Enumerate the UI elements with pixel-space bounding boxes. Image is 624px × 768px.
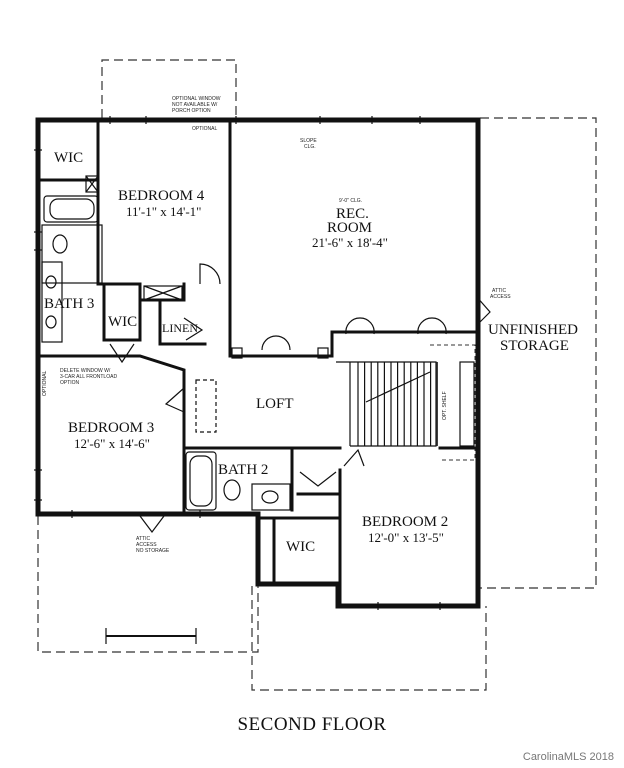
bedroom-4-dims: 11'-1" x 14'-1" xyxy=(126,204,201,219)
bath-2-label: BATH 2 xyxy=(218,462,268,478)
window-marks xyxy=(34,116,441,610)
bath-3-label: BATH 3 xyxy=(44,296,94,312)
note-optional-top: OPTIONAL xyxy=(192,126,218,132)
bedroom-3-dims: 12'-6" x 14'-6" xyxy=(74,436,150,451)
floor-title: SECOND FLOOR xyxy=(237,714,387,735)
interior-walls xyxy=(40,122,480,608)
unfinished-storage-label-line1: UNFINISHED xyxy=(488,322,578,338)
note-attic-access-right-2: ACCESS xyxy=(490,294,511,300)
staircase xyxy=(336,361,438,447)
rec-room-dims: 21'-6" x 18'-4" xyxy=(312,235,388,250)
wic-top-label: WIC xyxy=(54,150,83,166)
note-attic-access-bottom-3: NO STORAGE xyxy=(136,548,170,554)
note-attic-access-right-1: ATTIC xyxy=(492,288,506,294)
room-labels: WIC BEDROOM 4 11'-1" x 14'-1" 9'-0" CLG.… xyxy=(44,150,578,555)
note-delete-window-1: DELETE WINDOW W/ xyxy=(60,368,111,374)
bedroom-2-dims: 12'-0" x 13'-5" xyxy=(368,530,444,545)
porch-beam xyxy=(105,628,197,644)
note-optional-window-3: PORCH OPTION xyxy=(172,108,211,114)
note-optional-left: OPTIONAL xyxy=(42,370,48,396)
note-delete-window-3: OPTION xyxy=(60,380,80,386)
rec-room-label-line2: ROOM xyxy=(327,220,372,236)
note-slope: SLOPE xyxy=(300,138,317,144)
note-optional-window-2: NOT AVAILABLE W/ xyxy=(172,102,218,108)
wic-bottom-label: WIC xyxy=(286,539,315,555)
dashed-outlines xyxy=(37,59,597,691)
bedroom-3-label: BEDROOM 3 xyxy=(68,420,154,436)
note-optional-window-1: OPTIONAL WINDOW xyxy=(172,96,221,102)
loft-label: LOFT xyxy=(256,396,294,412)
linen-label: LINEN xyxy=(162,321,198,335)
watermark: CarolinaMLS 2018 xyxy=(522,751,614,763)
bedroom-2-label: BEDROOM 2 xyxy=(362,514,448,530)
rec-room-label-line1: REC. xyxy=(336,206,369,222)
fixtures xyxy=(41,175,475,511)
notes: OPTIONAL WINDOW NOT AVAILABLE W/ PORCH O… xyxy=(42,96,511,554)
note-attic-access-bottom-2: ACCESS xyxy=(136,542,157,548)
unfinished-storage-label-line2: STORAGE xyxy=(500,338,569,354)
rec-room-ceiling-note: 9'-0" CLG. xyxy=(339,198,362,204)
bedroom-4-label: BEDROOM 4 xyxy=(118,188,205,204)
doors xyxy=(109,263,491,533)
note-delete-window-2: 3-CAR ALL FRONTLOAD xyxy=(60,374,117,380)
exterior-walls xyxy=(35,117,481,609)
note-attic-access-bottom-1: ATTIC xyxy=(136,536,150,542)
wic-mid-label: WIC xyxy=(108,314,137,330)
note-slope-clg: CLG. xyxy=(304,144,316,150)
note-opt-shelf: OPT. SHELF xyxy=(442,391,448,420)
